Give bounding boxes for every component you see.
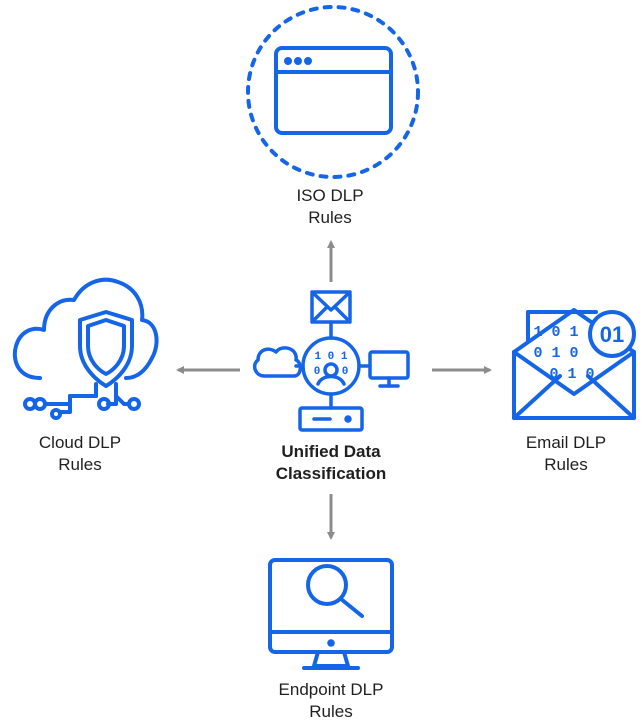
monitor-search-icon — [268, 558, 394, 670]
iso-label-line2: Rules — [308, 208, 352, 227]
cloud-shield-icon — [12, 277, 159, 420]
cloud-label: Cloud DLP Rules — [5, 432, 155, 476]
email-label: Email DLP Rules — [491, 432, 641, 476]
cloud-label-line2: Rules — [58, 455, 102, 474]
hub-binary-left: 0 — [314, 366, 321, 378]
envelope-binary-icon — [512, 308, 636, 420]
email-binary-row2: 0 1 0 — [533, 345, 578, 362]
hub-binary-row1: 1 0 1 — [314, 351, 347, 363]
hub-icon — [252, 290, 410, 432]
center-label-line2: Classification — [275, 464, 387, 483]
iso-label: ISO DLP Rules — [255, 185, 405, 229]
email-label-line2: Rules — [544, 455, 588, 474]
browser-window-icon — [246, 5, 420, 179]
iso-label-line1: ISO DLP — [296, 186, 364, 205]
center-label: Unified Data Classification — [241, 441, 421, 485]
endpoint-label: Endpoint DLP Rules — [251, 679, 411, 723]
email-badge-text: 01 — [600, 322, 624, 347]
hub-binary-right: 0 — [342, 366, 349, 378]
cloud-label-line1: Cloud DLP — [38, 433, 122, 452]
email-binary-row1: 1 0 1 — [533, 324, 578, 341]
endpoint-label-line1: Endpoint DLP — [278, 680, 384, 699]
email-label-line1: Email DLP — [525, 433, 607, 452]
endpoint-label-line2: Rules — [309, 702, 353, 721]
center-label-line1: Unified Data — [281, 442, 381, 461]
email-binary-row3: 0 1 0 — [549, 366, 594, 383]
